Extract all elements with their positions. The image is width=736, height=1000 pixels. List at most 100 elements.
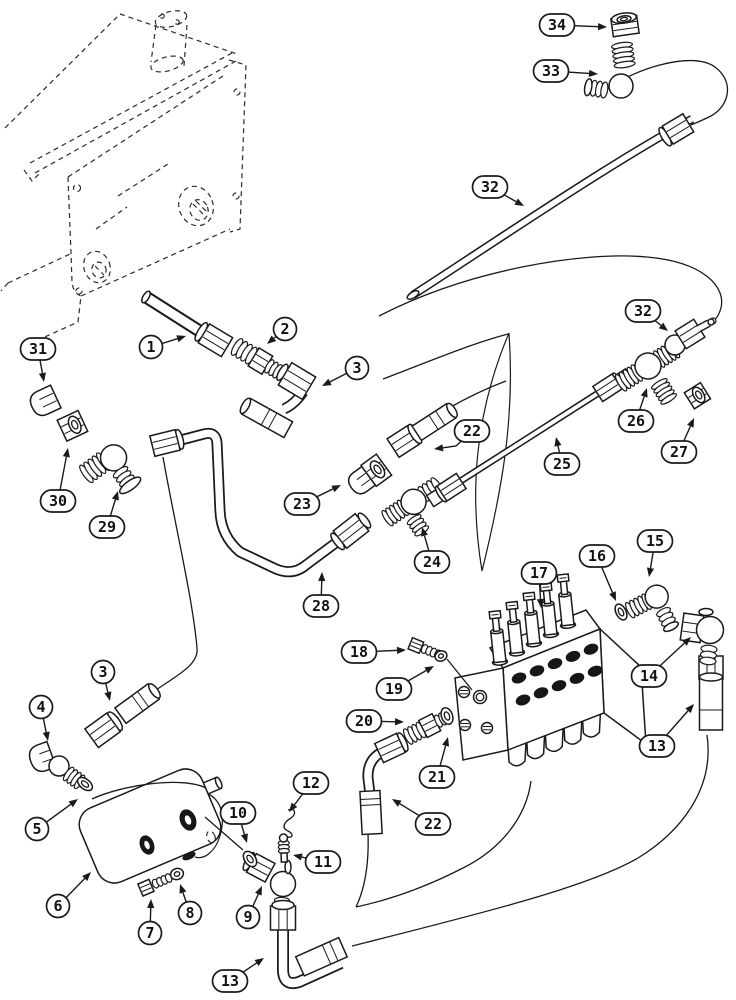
tube-28-nut-right (330, 512, 372, 551)
callout-number: 23 (293, 495, 311, 513)
callout-number: 11 (314, 853, 332, 871)
hoseend-22-nut (386, 423, 423, 459)
valve-spool (556, 573, 577, 630)
washer-8 (169, 867, 185, 881)
fitting-32-tip (696, 318, 715, 333)
hose-32-tube (410, 115, 695, 299)
callout-number: 19 (385, 680, 403, 698)
elbow-4-ball (48, 755, 70, 777)
connector-13-right-body (698, 672, 724, 731)
elbow-14-threads (699, 644, 718, 666)
callout-29: 29 (88, 491, 126, 539)
elbow-29-spout (112, 465, 142, 495)
callout-number: 21 (428, 768, 446, 786)
callout-4: 4 (28, 694, 54, 741)
control-valve-17 (454, 573, 647, 767)
elbow-15-branch (656, 606, 680, 633)
nut-34 (610, 12, 640, 38)
callout-34: 34 (538, 13, 607, 37)
assembly-leader-lines (204, 658, 473, 851)
callout-number: 32 (634, 302, 652, 320)
hose-32-end (406, 290, 420, 300)
callout-number: 22 (424, 815, 442, 833)
tube-28 (156, 427, 345, 578)
hose-1-tube (142, 291, 205, 338)
nut-27 (683, 381, 712, 410)
cap-31 (29, 384, 63, 417)
callout-23: 23 (283, 485, 341, 516)
callout-number: 13 (648, 737, 666, 755)
callout-number: 16 (588, 547, 606, 565)
callout-number: 2 (280, 320, 289, 338)
hoseend-3-nut (83, 711, 124, 749)
callout-24: 24 (413, 527, 451, 574)
callout-number: 26 (627, 412, 645, 430)
callout-5: 5 (24, 799, 78, 842)
hydraulic-reservoir-outline (0, 10, 247, 341)
callout-16: 16 (578, 544, 616, 601)
callout-number: 3 (352, 359, 361, 377)
hose-13-bot-sleeve (294, 936, 349, 977)
clip-12 (283, 808, 296, 838)
tee-9-ball (269, 859, 297, 898)
callout-number: 7 (145, 924, 154, 942)
nut-30 (56, 409, 89, 443)
callout-number: 33 (542, 62, 560, 80)
callout-1: 1 (138, 334, 186, 360)
callout-number: 22 (463, 422, 481, 440)
hose-25-nut-bottom (425, 472, 468, 508)
callout-7: 7 (137, 899, 163, 946)
callout-number: 8 (185, 904, 194, 922)
valve-spool (522, 591, 543, 648)
callout-number: 10 (229, 804, 247, 822)
elbow-15 (624, 584, 669, 619)
capnut-23 (347, 453, 393, 495)
callout-30: 30 (39, 448, 77, 513)
hose-13-bot-collar (271, 899, 295, 911)
callout-31: 31 (19, 337, 57, 382)
oring-10 (242, 850, 258, 868)
elbow-33-out (583, 78, 609, 99)
callout-number: 31 (29, 340, 47, 358)
bolt-7 (136, 873, 173, 897)
washer-19 (434, 650, 448, 662)
callout-13: 13 (638, 704, 694, 758)
adapter-2 (230, 338, 287, 381)
valve-spool (505, 600, 526, 657)
callout-33: 33 (532, 59, 598, 83)
elbow-33-ball (608, 73, 634, 99)
callout-number: 30 (49, 492, 67, 510)
valve-spool (539, 582, 560, 639)
callout-number: 9 (243, 908, 252, 926)
manifold-block-6 (78, 768, 224, 884)
hoseend-22-sleeve (411, 402, 458, 442)
elbow-33-threads (610, 41, 636, 69)
filler-neck (150, 10, 188, 73)
callout-12: 12 (289, 771, 330, 812)
callout-number: 18 (350, 643, 368, 661)
elbow-14-ball (695, 607, 725, 645)
callout-number: 24 (423, 553, 441, 571)
oring-21 (440, 707, 454, 725)
oring-16 (614, 603, 628, 621)
oring-5 (76, 776, 94, 792)
callout-19: 19 (375, 666, 434, 701)
callout-number: 29 (98, 518, 116, 536)
hose-1-nut (194, 321, 234, 358)
callout-18: 18 (340, 640, 406, 664)
callout-22: 22 (392, 799, 452, 836)
callout-13: 13 (211, 958, 264, 993)
hose-22-low-nut (373, 732, 409, 764)
callout-3: 3 (90, 659, 116, 701)
callout-32: 32 (471, 175, 524, 206)
hoseend-3-sleeve (113, 682, 161, 725)
callout-number: 5 (32, 820, 41, 838)
callout-9: 9 (235, 886, 262, 930)
callout-number: 20 (355, 712, 373, 730)
hose-routing-lines (155, 59, 729, 947)
callout-number: 15 (646, 532, 664, 550)
callout-26: 26 (617, 388, 655, 433)
callout-number: 32 (481, 178, 499, 196)
